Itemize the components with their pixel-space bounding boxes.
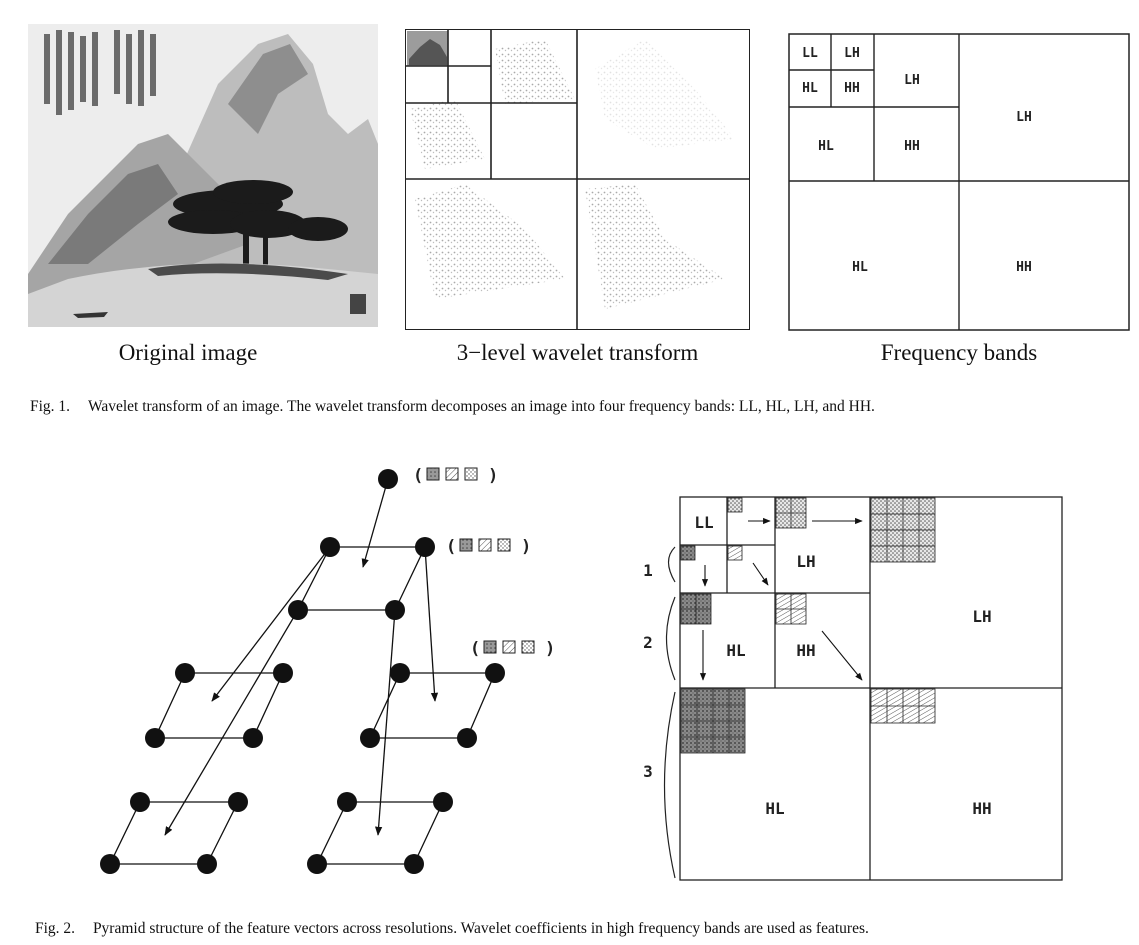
fig2-band-lh-small: LH: [796, 552, 815, 571]
feature-vector-legend-3: ( ): [470, 639, 555, 659]
wavelet-coefficients-picture: [404, 28, 751, 331]
panel-title-wavelet: 3−level wavelet transform: [456, 340, 699, 365]
band-grid-fig2: LL LH HL HH LH HL HH 1 2 3: [643, 496, 1063, 881]
svg-text:): ): [488, 466, 498, 486]
svg-text:(: (: [446, 537, 456, 557]
band-lh2-label: LH: [904, 73, 920, 88]
fig2-band-hl-mid: HL: [726, 641, 745, 660]
panel-title-frequency: Frequency bands: [880, 340, 1038, 365]
frequency-bands-diagram: LL LH HL HH LH HL HH LH HL HH: [788, 33, 1130, 331]
wavelet-transform-image: [404, 28, 751, 331]
fig2-band-hh-mid: HH: [796, 641, 815, 660]
feature-vector-legend-2: ( ): [446, 537, 531, 557]
panel-title-original: Original image: [118, 340, 258, 365]
band-hh2-label: HH: [904, 139, 920, 154]
band-hh1-label: HH: [844, 81, 860, 96]
figure-2-label: Fig. 2.: [35, 920, 76, 937]
band-lh1-label: LH: [844, 46, 860, 61]
band-coefficient-diagram: LL LH HL HH LH HL HH 1 2 3: [630, 490, 1070, 885]
level-number-3: 3: [643, 762, 653, 781]
figure-1-label: Fig. 1.: [30, 398, 71, 415]
level-number-2: 2: [643, 633, 653, 652]
frequency-bands-grid: LL LH HL HH LH HL HH LH HL HH: [788, 33, 1130, 331]
original-image: [28, 24, 378, 327]
svg-text:(: (: [470, 639, 480, 659]
figure-1-text: Wavelet transform of an image. The wavel…: [87, 398, 875, 415]
figure-1-caption: Fig. 1. Wavelet transform of an image. T…: [30, 398, 875, 416]
level-number-1: 1: [643, 561, 653, 580]
figure-2-caption: Fig. 2. Pyramid structure of the feature…: [35, 920, 869, 938]
svg-text:): ): [545, 639, 555, 659]
fig2-band-lh-big: LH: [972, 607, 991, 626]
svg-text:(: (: [413, 466, 423, 486]
band-ll-label: LL: [802, 46, 818, 61]
pyramid-structure: ( ) ( ) ( ): [100, 466, 555, 874]
ink-landscape-painting: [28, 24, 378, 327]
band-hl1-label: HL: [802, 81, 818, 96]
band-hl2-label: HL: [818, 139, 834, 154]
fig2-band-ll: LL: [694, 513, 713, 532]
pyramid-diagram: ( ) ( ) ( ): [90, 455, 590, 885]
band-lh3-label: LH: [1016, 110, 1032, 125]
fig2-band-hl-big: HL: [765, 799, 784, 818]
band-hl3-label: HL: [852, 260, 868, 275]
fig2-band-hh-big: HH: [972, 799, 991, 818]
band-hh3-label: HH: [1016, 260, 1032, 275]
feature-vector-legend-1: ( ): [413, 466, 498, 486]
svg-text:): ): [521, 537, 531, 557]
figure-2-text: Pyramid structure of the feature vectors…: [92, 920, 869, 937]
